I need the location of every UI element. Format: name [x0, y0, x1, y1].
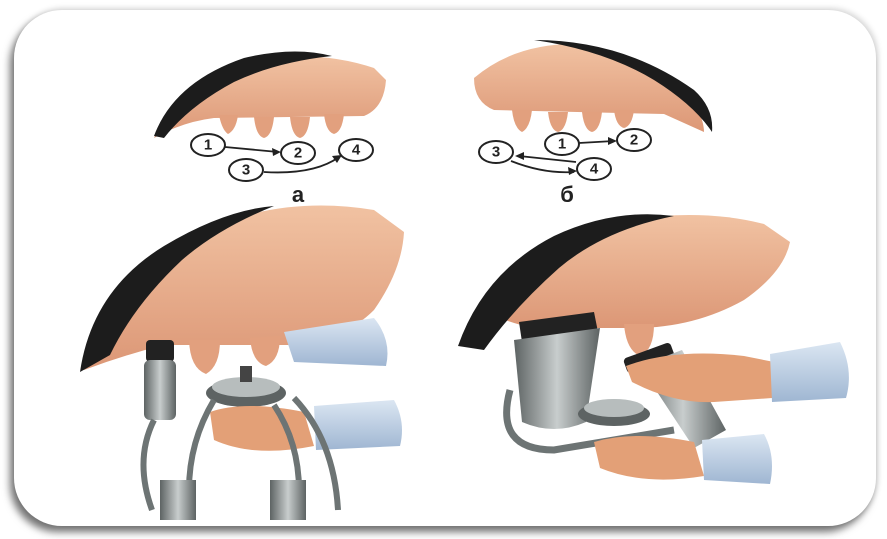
svg-text:2: 2: [294, 145, 302, 162]
arrow-4-to-3: [519, 156, 576, 162]
order-diagram-b: 1 2 3 4 б: [479, 129, 651, 207]
step-circle-3: 3: [479, 141, 513, 163]
milking-scene-b: [458, 214, 849, 484]
svg-text:2: 2: [630, 132, 638, 149]
svg-text:3: 3: [242, 162, 250, 179]
udder-diagram-a: [154, 51, 386, 138]
step-circle-4: 4: [339, 139, 373, 161]
step-circle-2: 2: [617, 129, 651, 151]
svg-text:4: 4: [352, 142, 361, 159]
step-circle-1: 1: [191, 134, 225, 156]
udder-diagram-b: [474, 40, 712, 132]
milking-scene-a: [80, 206, 404, 521]
arrow-3-to-4: [511, 161, 574, 172]
milking-illustration: 1 2 3 4 а: [14, 10, 876, 526]
step-circle-3: 3: [229, 159, 263, 181]
diagram-a-label: а: [292, 182, 305, 207]
arrow-1-to-2: [225, 147, 278, 152]
step-circle-1: 1: [545, 133, 579, 155]
order-diagram-a: 1 2 3 4 а: [191, 134, 373, 207]
svg-text:1: 1: [558, 136, 566, 153]
svg-text:3: 3: [492, 144, 500, 161]
diagram-b-label: б: [560, 182, 574, 207]
step-circle-4: 4: [577, 158, 611, 180]
step-circle-2: 2: [281, 142, 315, 164]
image-frame: 1 2 3 4 а: [14, 10, 876, 526]
svg-text:1: 1: [204, 137, 212, 154]
svg-text:4: 4: [590, 161, 599, 178]
